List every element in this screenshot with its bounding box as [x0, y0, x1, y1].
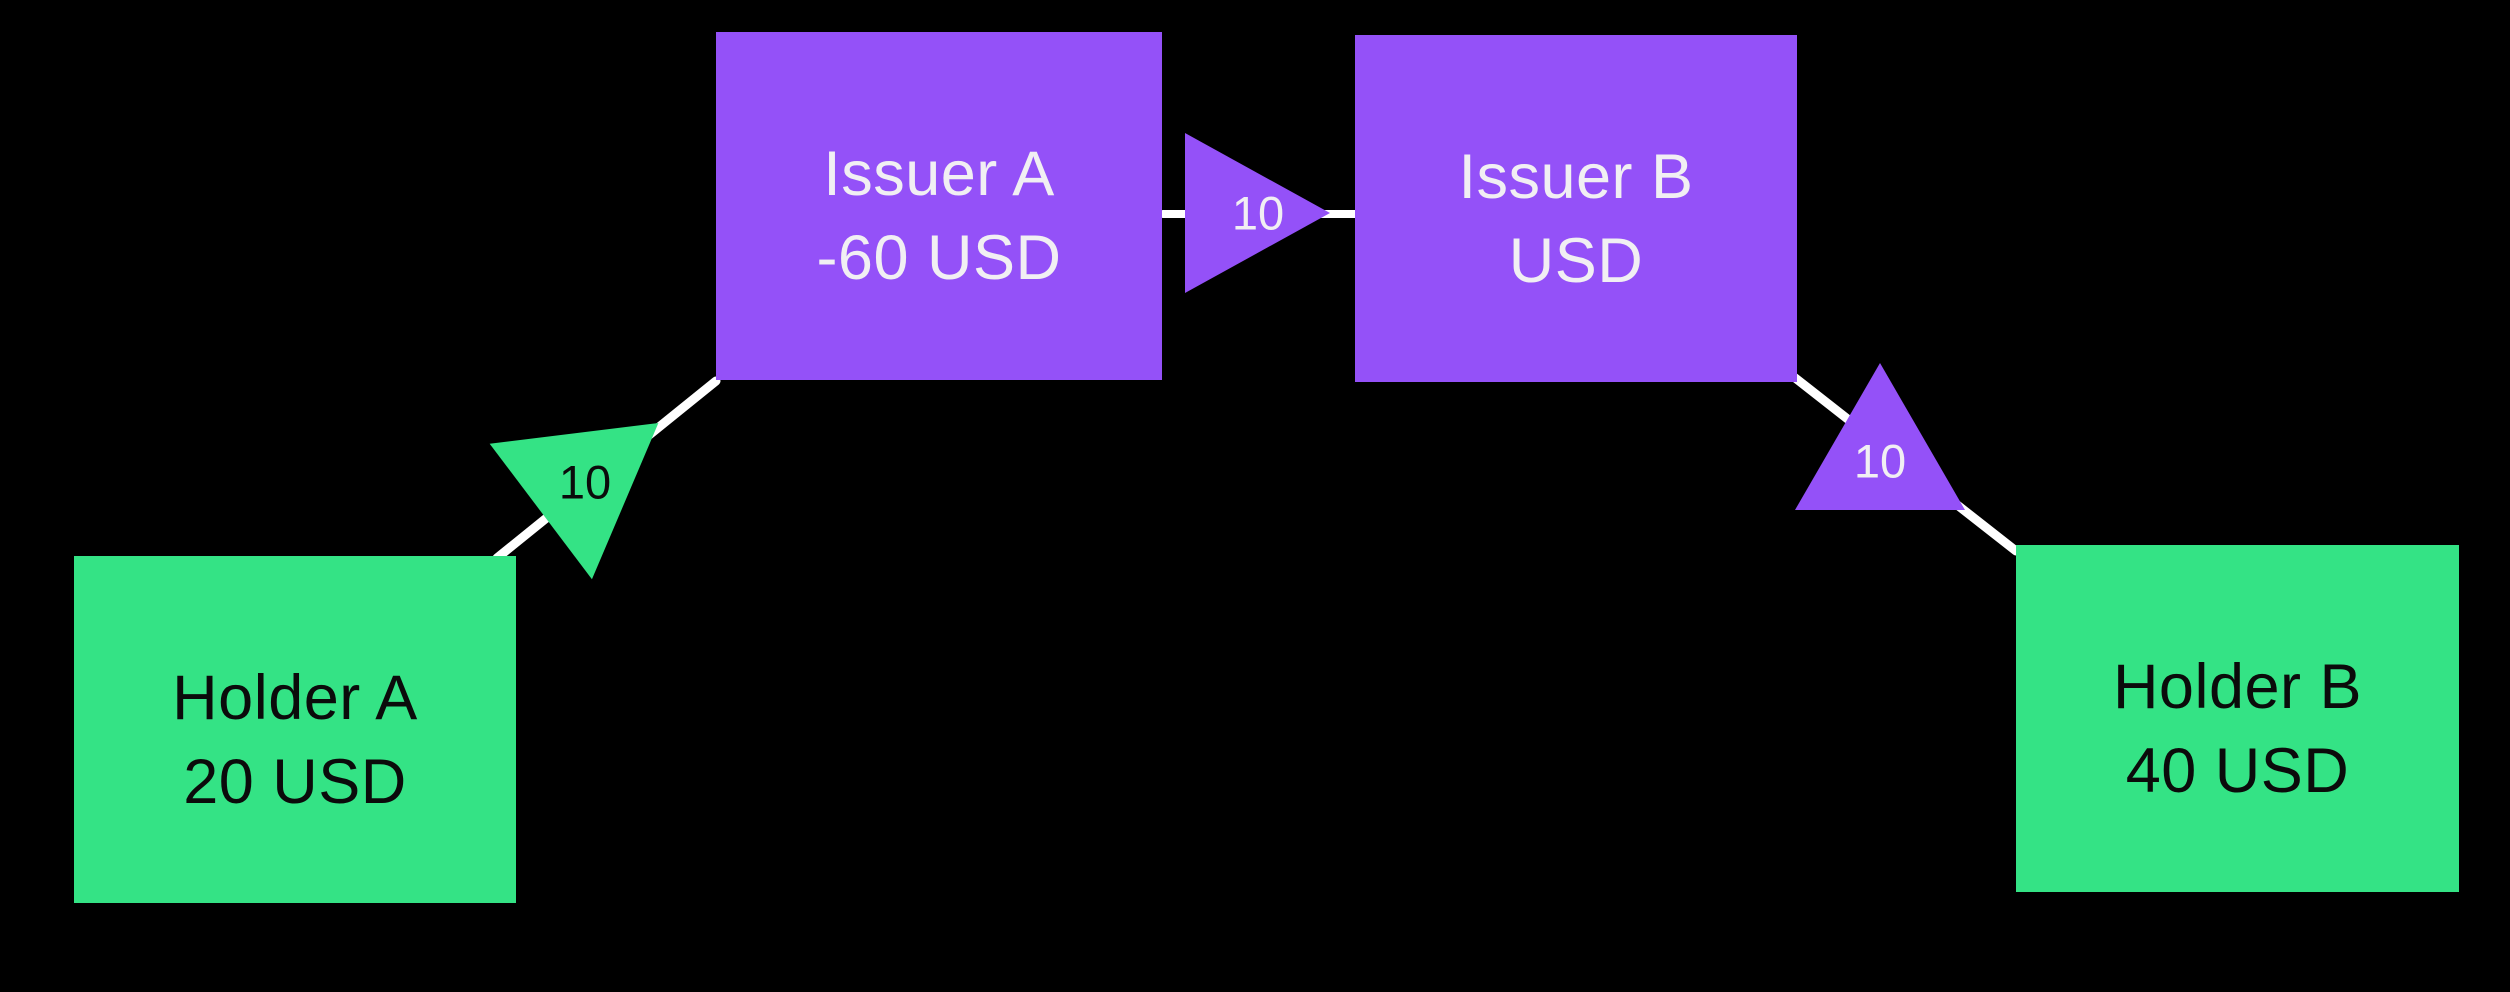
node-issuer-a-balance: -60 USD — [816, 223, 1062, 293]
arrow-issuer-b-holder-b — [1795, 363, 1965, 510]
node-issuer-b-balance: USD — [1508, 225, 1644, 296]
flow-amount-issuer-a-issuer-b: 10 — [1231, 186, 1285, 240]
node-issuer-b: Issuer B USD — [1355, 35, 1797, 382]
node-issuer-a: Issuer A -60 USD — [716, 32, 1162, 380]
node-holder-a-name: Holder A — [172, 662, 418, 733]
node-holder-a-text: Holder A 20 USD — [172, 656, 418, 824]
node-issuer-a-text: Issuer A -60 USD — [816, 132, 1061, 300]
node-holder-b-name: Holder B — [2112, 651, 2363, 722]
arrow-holder-a-issuer-a — [489, 423, 659, 580]
node-holder-b-text: Holder B 40 USD — [2113, 645, 2362, 813]
node-holder-a: Holder A 20 USD — [74, 556, 516, 903]
flow-amount-holder-a-issuer-a: 10 — [558, 455, 612, 509]
arrow-issuer-a-issuer-b — [1185, 133, 1330, 293]
node-holder-a-balance: 20 USD — [183, 746, 407, 817]
node-holder-b: Holder B 40 USD — [2016, 545, 2459, 892]
node-holder-b-balance: 40 USD — [2125, 735, 2350, 806]
flow-amount-issuer-b-holder-b: 10 — [1853, 434, 1907, 488]
node-issuer-b-name: Issuer B — [1458, 141, 1694, 212]
node-issuer-a-name: Issuer A — [823, 139, 1055, 209]
node-issuer-b-text: Issuer B USD — [1458, 135, 1693, 303]
